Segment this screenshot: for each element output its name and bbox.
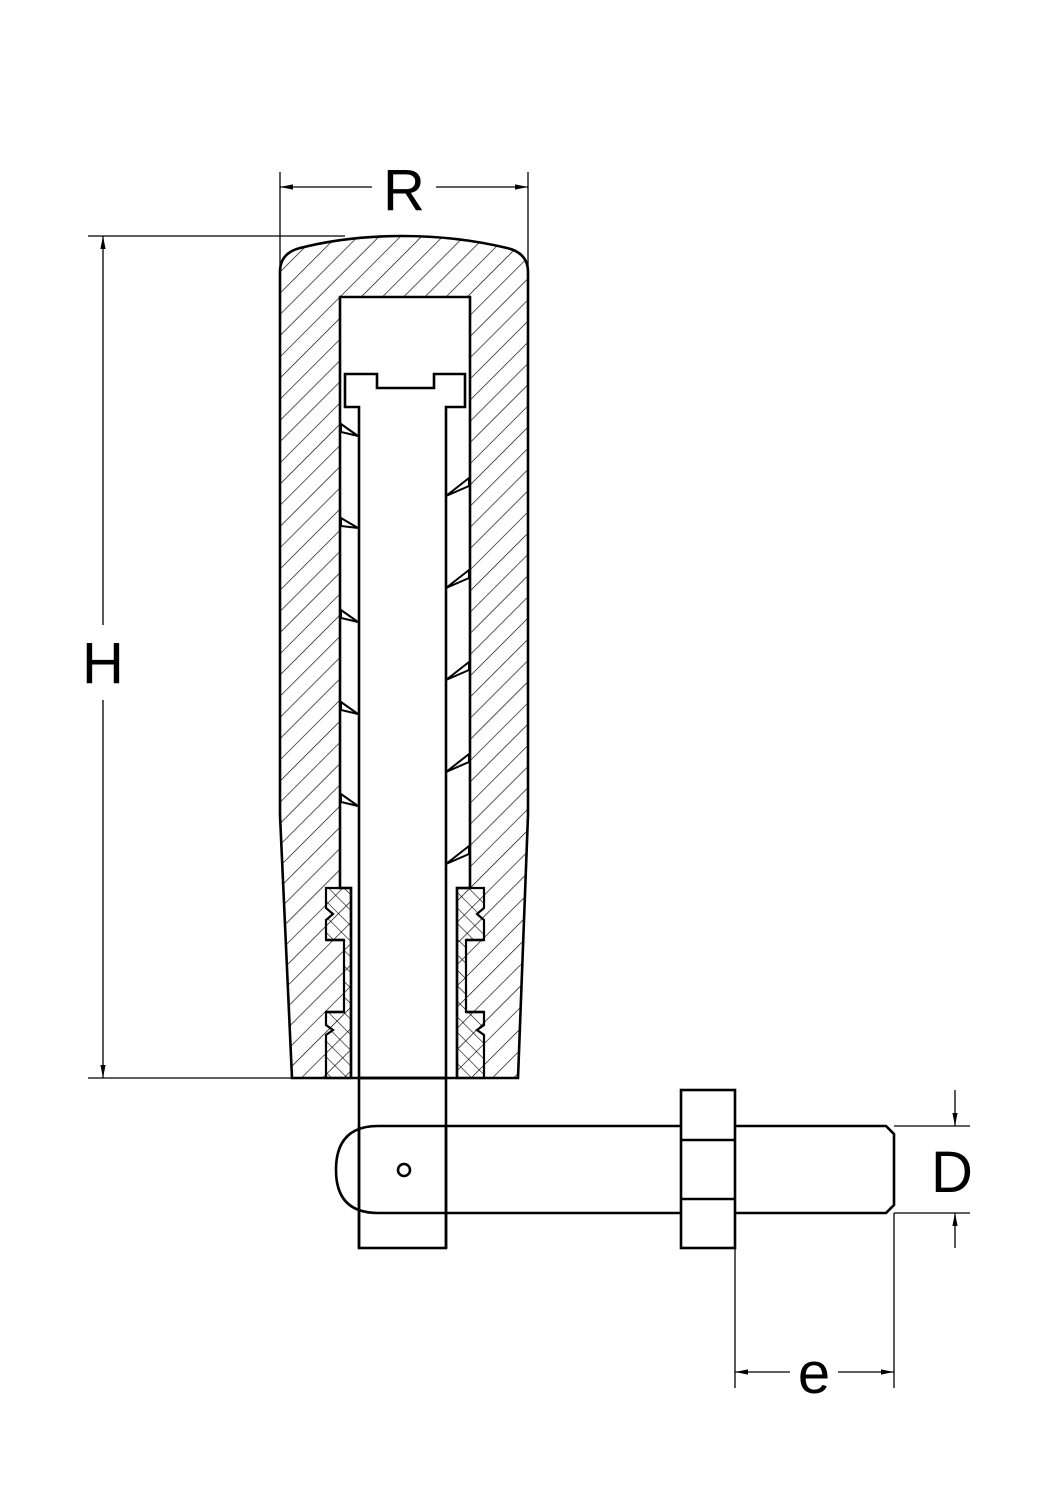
crank-arm bbox=[334, 1124, 896, 1248]
bushing-right bbox=[455, 886, 486, 1080]
dimension-h: H bbox=[82, 235, 345, 1079]
dimension-label-e: e bbox=[798, 1341, 830, 1406]
grip-body-section bbox=[278, 234, 530, 1080]
dimension-label-d: D bbox=[931, 1140, 973, 1205]
pivot-pin bbox=[396, 1162, 412, 1178]
retaining-barbs bbox=[340, 422, 470, 865]
dimension-d: D bbox=[894, 1090, 973, 1248]
hex-nut bbox=[679, 1088, 737, 1250]
dimension-label-r: R bbox=[383, 158, 425, 223]
shaft bbox=[343, 372, 467, 1250]
dimension-label-h: H bbox=[82, 631, 124, 696]
dimension-r: R bbox=[279, 158, 529, 266]
dimension-e: e bbox=[734, 1213, 895, 1406]
bushing-left bbox=[324, 886, 353, 1080]
